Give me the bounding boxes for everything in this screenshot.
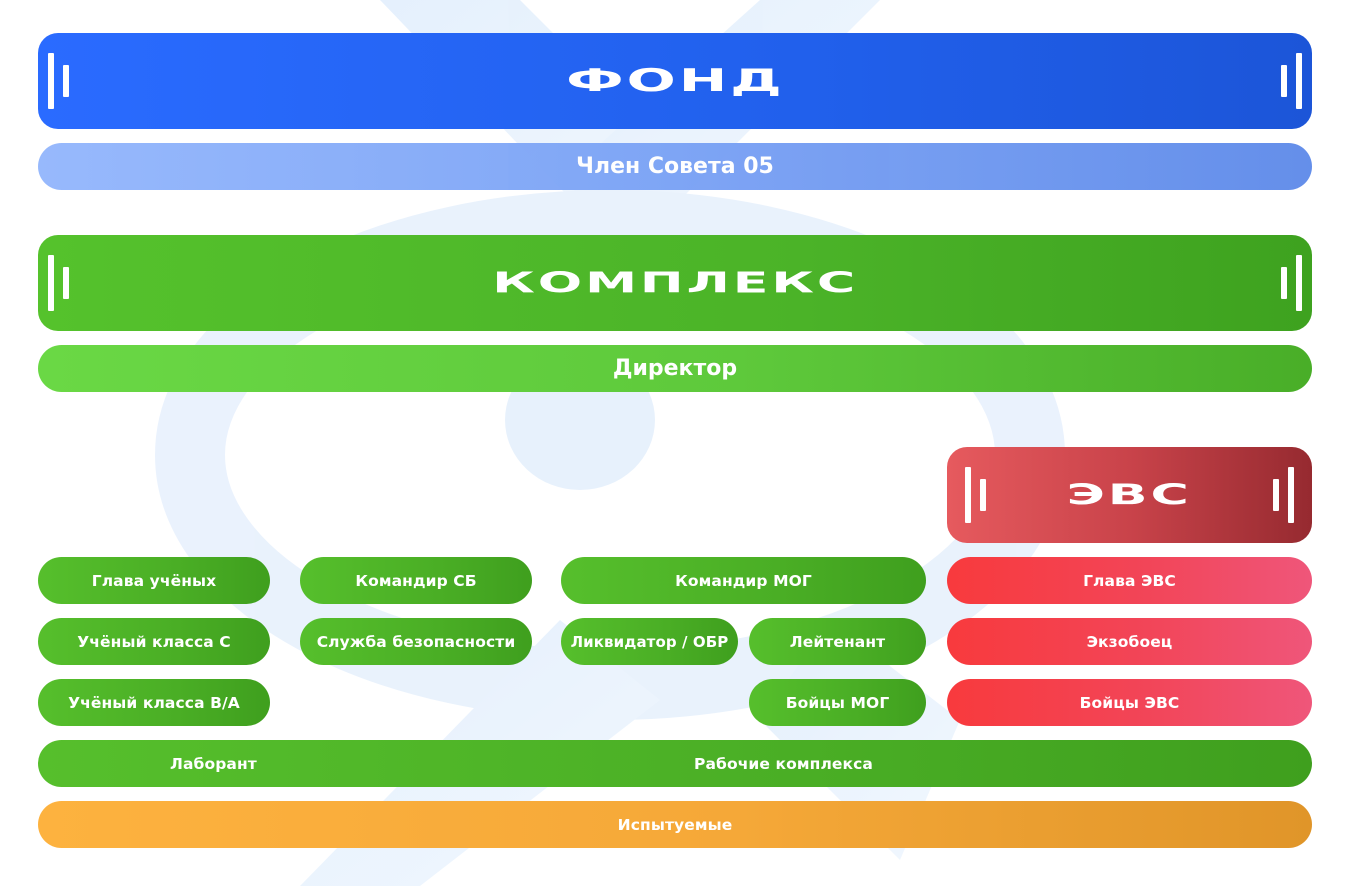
evs-title: ЭВС bbox=[1066, 479, 1193, 511]
right-bracket-marks bbox=[1278, 255, 1302, 311]
left-bracket-marks bbox=[48, 255, 72, 311]
evs-fighters: Бойцы ЭВС bbox=[947, 679, 1312, 726]
scientist-class-ba: Учёный класса В/А bbox=[38, 679, 270, 726]
lieutenant: Лейтенант bbox=[749, 618, 926, 665]
director: Директор bbox=[38, 345, 1312, 392]
liquidator-obr: Ликвидатор / ОБР bbox=[561, 618, 738, 665]
complex-workers-row: Лаборант Рабочие комплекса bbox=[38, 740, 1312, 787]
security-commander: Командир СБ bbox=[300, 557, 532, 604]
evs-header: ЭВС bbox=[947, 447, 1312, 543]
complex-header: Комплекс bbox=[38, 235, 1312, 331]
complex-title: Комплекс bbox=[492, 267, 858, 299]
right-bracket-marks bbox=[1278, 53, 1302, 109]
exo-fighter: Экзобоец bbox=[947, 618, 1312, 665]
scientist-class-c: Учёный класса С bbox=[38, 618, 270, 665]
lab-assistant: Лаборант bbox=[170, 754, 257, 773]
evs-head: Глава ЭВС bbox=[947, 557, 1312, 604]
left-bracket-marks bbox=[965, 467, 989, 523]
left-bracket-marks bbox=[48, 53, 72, 109]
fond-title: Фонд bbox=[565, 63, 785, 99]
security-service: Служба безопасности bbox=[300, 618, 532, 665]
right-bracket-marks bbox=[1270, 467, 1294, 523]
fond-council-member: Член Совета 05 bbox=[38, 143, 1312, 190]
mog-fighters: Бойцы МОГ bbox=[749, 679, 926, 726]
test-subjects: Испытуемые bbox=[38, 801, 1312, 848]
fond-header: Фонд bbox=[38, 33, 1312, 129]
mog-commander: Командир МОГ bbox=[561, 557, 926, 604]
head-of-scientists: Глава учёных bbox=[38, 557, 270, 604]
complex-workers: Рабочие комплекса bbox=[694, 754, 873, 773]
